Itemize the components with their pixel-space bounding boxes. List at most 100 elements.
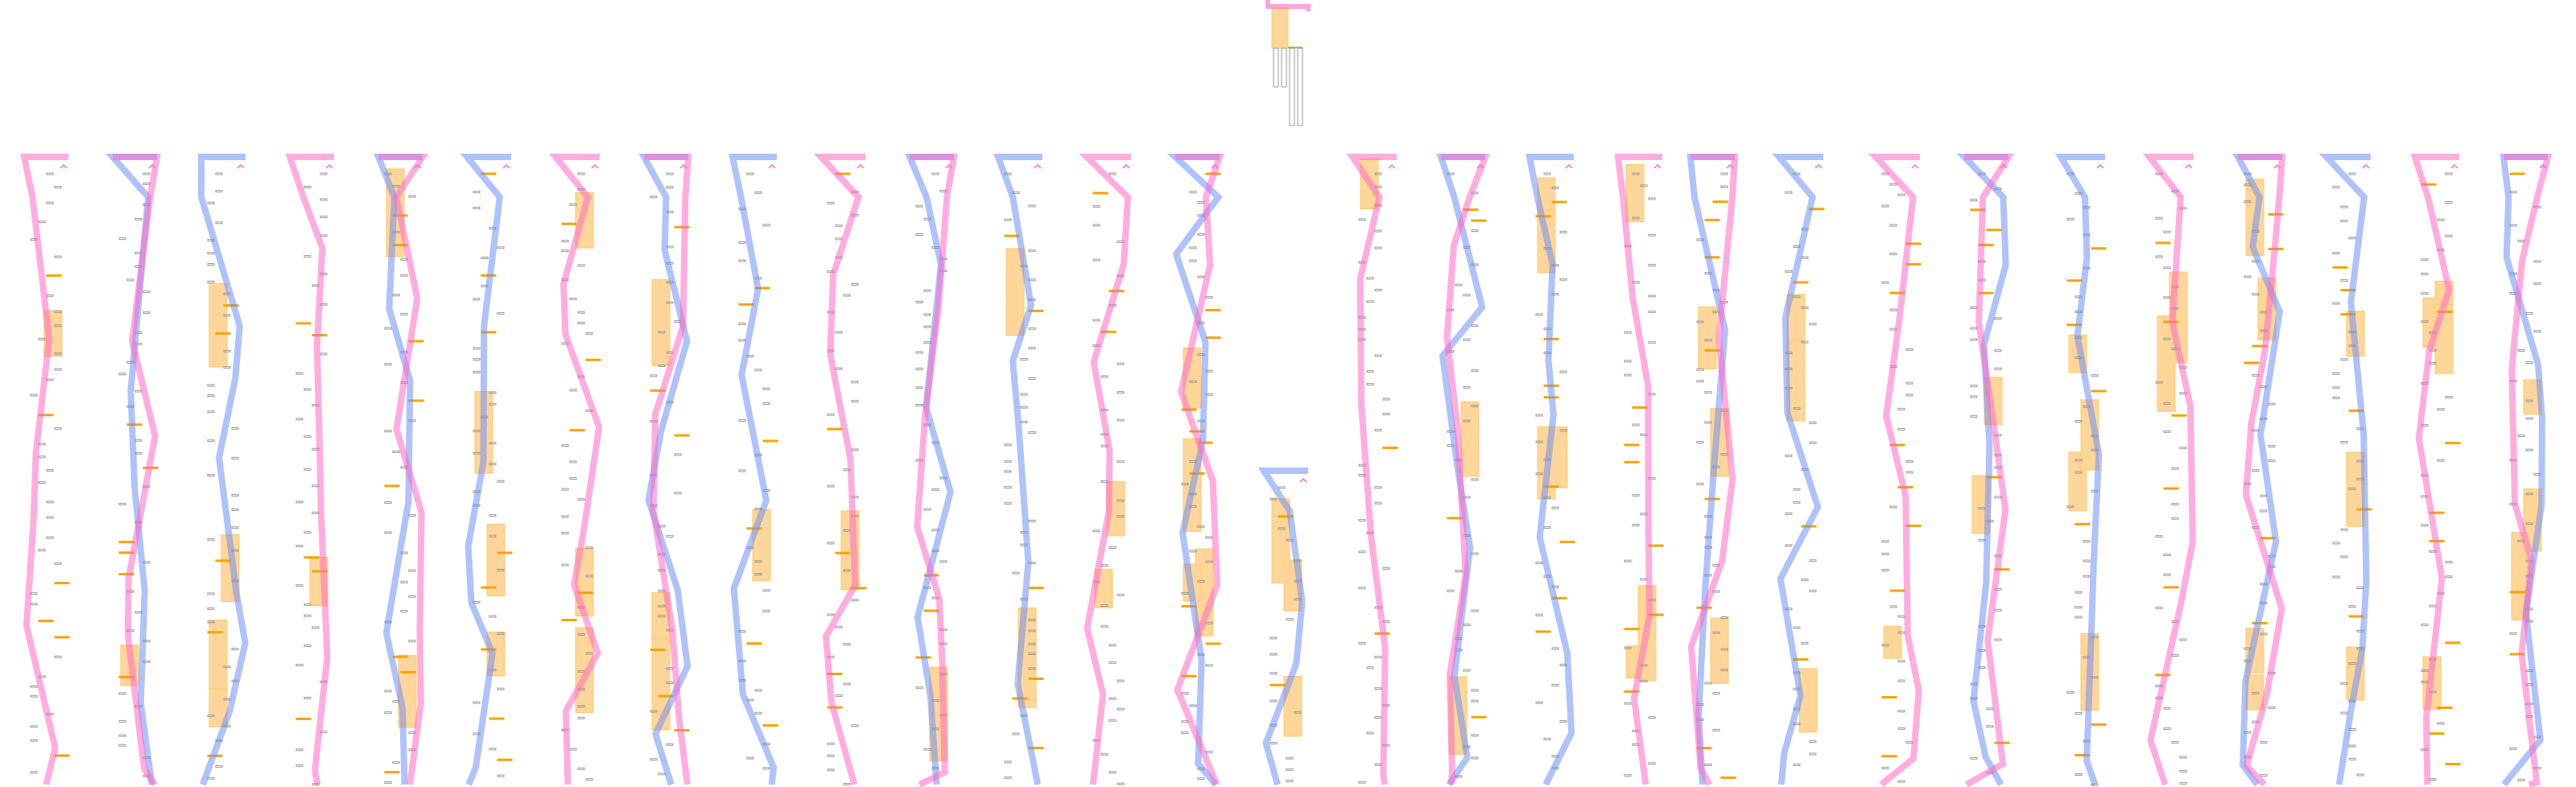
gray-dash (303, 185, 312, 188)
orange-block (1005, 248, 1025, 336)
gray-dash (1704, 421, 1712, 424)
gray-dash (1785, 454, 1793, 457)
gray-dash (30, 771, 38, 774)
gray-dash (320, 172, 328, 175)
pink-path (1174, 154, 1224, 786)
blue-path (2500, 154, 2548, 787)
gray-dash (1205, 664, 1213, 667)
gray-dash (1197, 579, 1205, 583)
gray-dash (2332, 575, 2340, 579)
gray-dash (1881, 644, 1889, 647)
pink-path (813, 154, 865, 786)
gray-dash (207, 280, 215, 283)
orange-dash (1471, 715, 1487, 719)
pink-path (1441, 154, 1490, 785)
gray-dash (923, 313, 931, 316)
gray-dash (473, 701, 481, 704)
gray-dash (1970, 415, 1978, 418)
orange-dash (303, 556, 320, 559)
gray-dash (666, 682, 674, 685)
gray-dash (2421, 320, 2429, 323)
gray-dash (1624, 331, 1632, 334)
gray-dash (585, 575, 593, 578)
gray-dash (1358, 550, 1366, 554)
gray-dash (2179, 769, 2187, 773)
gray-dash (1624, 360, 1632, 363)
gray-dash (295, 501, 303, 504)
gray-dash (915, 300, 923, 303)
blue-path (1166, 154, 1223, 787)
orange-dash (1881, 755, 1897, 758)
orange-dash (54, 582, 70, 585)
gray-dash (54, 255, 62, 258)
gray-dash (207, 620, 215, 624)
orange-dash (38, 620, 54, 623)
gray-dash (54, 427, 62, 431)
gray-dash (118, 502, 126, 505)
gray-dash (1100, 752, 1108, 756)
gray-dash (577, 498, 585, 501)
gray-dash (851, 381, 859, 384)
gray-dash (2163, 266, 2171, 270)
orange-dash (561, 619, 577, 622)
gray-dash (658, 364, 666, 367)
gray-dash (1447, 589, 1455, 592)
gray-dash (1712, 728, 1720, 731)
gray-dash (473, 191, 481, 194)
gray-dash (561, 488, 569, 491)
gray-dash (2155, 606, 2163, 609)
pink-path (1687, 154, 1739, 786)
orange-dash (674, 434, 690, 437)
gray-dash (835, 694, 843, 697)
gray-dash (2525, 311, 2533, 315)
gray-dash (489, 615, 497, 618)
gray-dash (1189, 704, 1197, 707)
gray-dash (746, 172, 754, 175)
gray-dash (473, 347, 481, 350)
gray-dash (295, 664, 303, 667)
gray-dash (1801, 641, 1809, 645)
gray-dash (2155, 381, 2163, 384)
pink-path (644, 154, 692, 785)
gray-dash (207, 474, 215, 477)
gray-dash (1897, 727, 1905, 730)
gray-dash (577, 264, 585, 267)
gray-dash (207, 263, 215, 266)
gray-dash (2171, 517, 2179, 520)
gray-dash (1793, 626, 1801, 629)
gray-dash (2171, 467, 2179, 470)
gray-dash (2074, 616, 2083, 619)
caret-icon (2185, 163, 2193, 169)
pink-path (1868, 154, 1922, 787)
gray-dash (827, 754, 835, 757)
gray-dash (303, 696, 312, 699)
gray-dash (1269, 497, 1278, 501)
gray-dash (118, 734, 126, 737)
gray-dash (1004, 470, 1012, 473)
pink-path (1614, 154, 1662, 785)
gray-dash (30, 694, 38, 698)
gray-dash (931, 172, 939, 175)
gray-dash (658, 615, 666, 618)
gray-dash (54, 310, 62, 313)
gray-dash (320, 352, 328, 356)
gray-dash (1986, 725, 1994, 728)
gray-dash (931, 488, 939, 491)
gray-dash (1366, 370, 1374, 373)
gray-dash (1181, 483, 1189, 486)
gray-dash (473, 358, 481, 361)
gray-dash (1905, 394, 1913, 397)
gray-dash (384, 430, 392, 433)
blue-path (729, 154, 778, 785)
gray-dash (2163, 707, 2171, 710)
gray-dash (1004, 502, 1012, 505)
orange-dash (2445, 442, 2461, 445)
gray-dash (2437, 722, 2445, 725)
orange-dash (1382, 446, 1398, 449)
gray-dash (1028, 347, 1036, 350)
gray-dash (1793, 407, 1801, 410)
gray-dash (46, 501, 54, 504)
gray-dash (1793, 295, 1801, 299)
caret-icon (679, 163, 687, 169)
gray-dash (1189, 246, 1197, 249)
